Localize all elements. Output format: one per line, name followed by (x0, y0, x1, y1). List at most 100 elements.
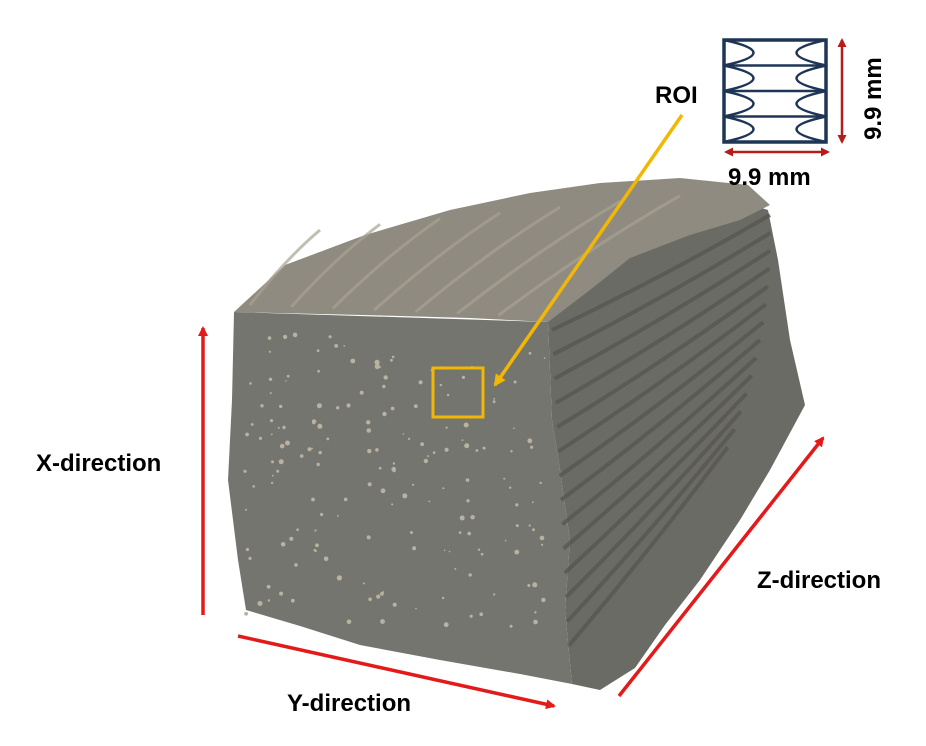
pore-dot (528, 524, 531, 527)
pore-dot (312, 421, 316, 425)
pore-dot (244, 611, 249, 616)
pore-dot (413, 404, 418, 408)
pore-dot (375, 448, 379, 452)
side-ridge-line (558, 320, 765, 478)
pore-dot (374, 359, 380, 365)
pore-dot (382, 591, 385, 594)
pore-dot (465, 478, 470, 482)
pore-dot (443, 622, 449, 628)
x-direction-label: X-direction (36, 450, 162, 477)
pore-dot (461, 375, 465, 379)
pore-dot (428, 500, 431, 503)
pore-dot (391, 355, 395, 359)
pore-dot (541, 597, 546, 603)
pore-dot (432, 451, 436, 454)
inset-bead-arc (795, 89, 827, 118)
pore-dot (541, 543, 544, 546)
pore-dot (443, 549, 446, 552)
pore-dot (510, 450, 513, 453)
pore-dot (466, 499, 470, 503)
pore-dot (392, 462, 396, 465)
pore-dot (418, 380, 423, 385)
pore-dot (243, 469, 247, 473)
pore-dot (269, 392, 272, 395)
specimen-side-face (548, 196, 805, 690)
pore-dot (533, 619, 538, 625)
pore-dot (459, 515, 465, 521)
pore-dot (317, 423, 323, 429)
pore-dot (285, 380, 287, 382)
pore-dot (362, 582, 365, 585)
pore-dot (283, 334, 288, 339)
pore-dot (402, 433, 405, 435)
pore-dot (271, 474, 274, 477)
pore-dot (412, 546, 417, 551)
pore-dot (509, 486, 512, 489)
pore-dot (311, 497, 315, 502)
side-ridge-line (563, 392, 748, 575)
pore-dot (317, 369, 320, 373)
pore-dot (390, 406, 395, 411)
pore-dot (390, 358, 393, 362)
side-ridge-line (553, 249, 772, 381)
pore-dot (260, 404, 264, 408)
pore-dot (299, 454, 304, 458)
side-face-ridges (551, 213, 772, 648)
pore-dot (423, 458, 429, 464)
pore-dot (289, 536, 294, 541)
roi-leader-arrow (493, 114, 684, 387)
pore-dot (245, 508, 248, 511)
pore-dot (464, 443, 470, 449)
specimen-top-face (234, 178, 770, 322)
pore-dot (346, 403, 351, 408)
pore-dot (477, 548, 481, 551)
z-direction-arrow (617, 436, 825, 698)
side-ridge-line (556, 284, 770, 429)
pore-dot (470, 515, 475, 520)
pore-dot (267, 336, 272, 340)
pore-dot (314, 529, 317, 532)
pore-dot (279, 404, 283, 409)
pore-dot (268, 350, 271, 353)
specimen-block (228, 178, 805, 690)
side-ridge-line (554, 266, 771, 405)
pore-dot (410, 531, 413, 534)
pore-dot (252, 485, 255, 488)
pore-dot (380, 488, 386, 494)
pore-dot (326, 437, 330, 441)
pore-dot (249, 382, 252, 385)
pore-dot (250, 423, 254, 426)
pore-dot (307, 447, 312, 452)
pore-dot (527, 584, 531, 587)
pore-dot (461, 439, 464, 442)
pore-dot (479, 612, 484, 616)
pore-dot (315, 543, 319, 548)
pore-dot (368, 597, 372, 602)
top-ridge-line (373, 211, 501, 312)
pore-dot (245, 432, 250, 437)
pore-dot (245, 547, 250, 552)
pore-dot (458, 531, 462, 534)
pore-dot (532, 582, 538, 588)
pore-dot (248, 556, 252, 561)
pore-dot (270, 433, 273, 436)
pore-dot (378, 466, 382, 470)
pore-dot (513, 380, 517, 384)
side-ridge-line (565, 428, 737, 623)
pore-dot (463, 422, 469, 428)
pore-dot (292, 332, 298, 338)
pore-dot (531, 501, 534, 504)
inset-bead-arc (795, 38, 827, 67)
y-direction-arrow (237, 634, 556, 710)
pore-dot (320, 512, 324, 517)
side-ridge-line (561, 356, 758, 526)
pore-dot (503, 477, 506, 480)
inset-bead-arc (795, 64, 827, 93)
inset-bead-pattern (723, 38, 827, 144)
pore-dot (392, 468, 396, 473)
pore-dot (380, 619, 385, 624)
pore-dot (534, 611, 537, 614)
pore-dot (527, 438, 533, 444)
inset-bead-arc (723, 64, 755, 93)
pore-dot (532, 528, 535, 532)
